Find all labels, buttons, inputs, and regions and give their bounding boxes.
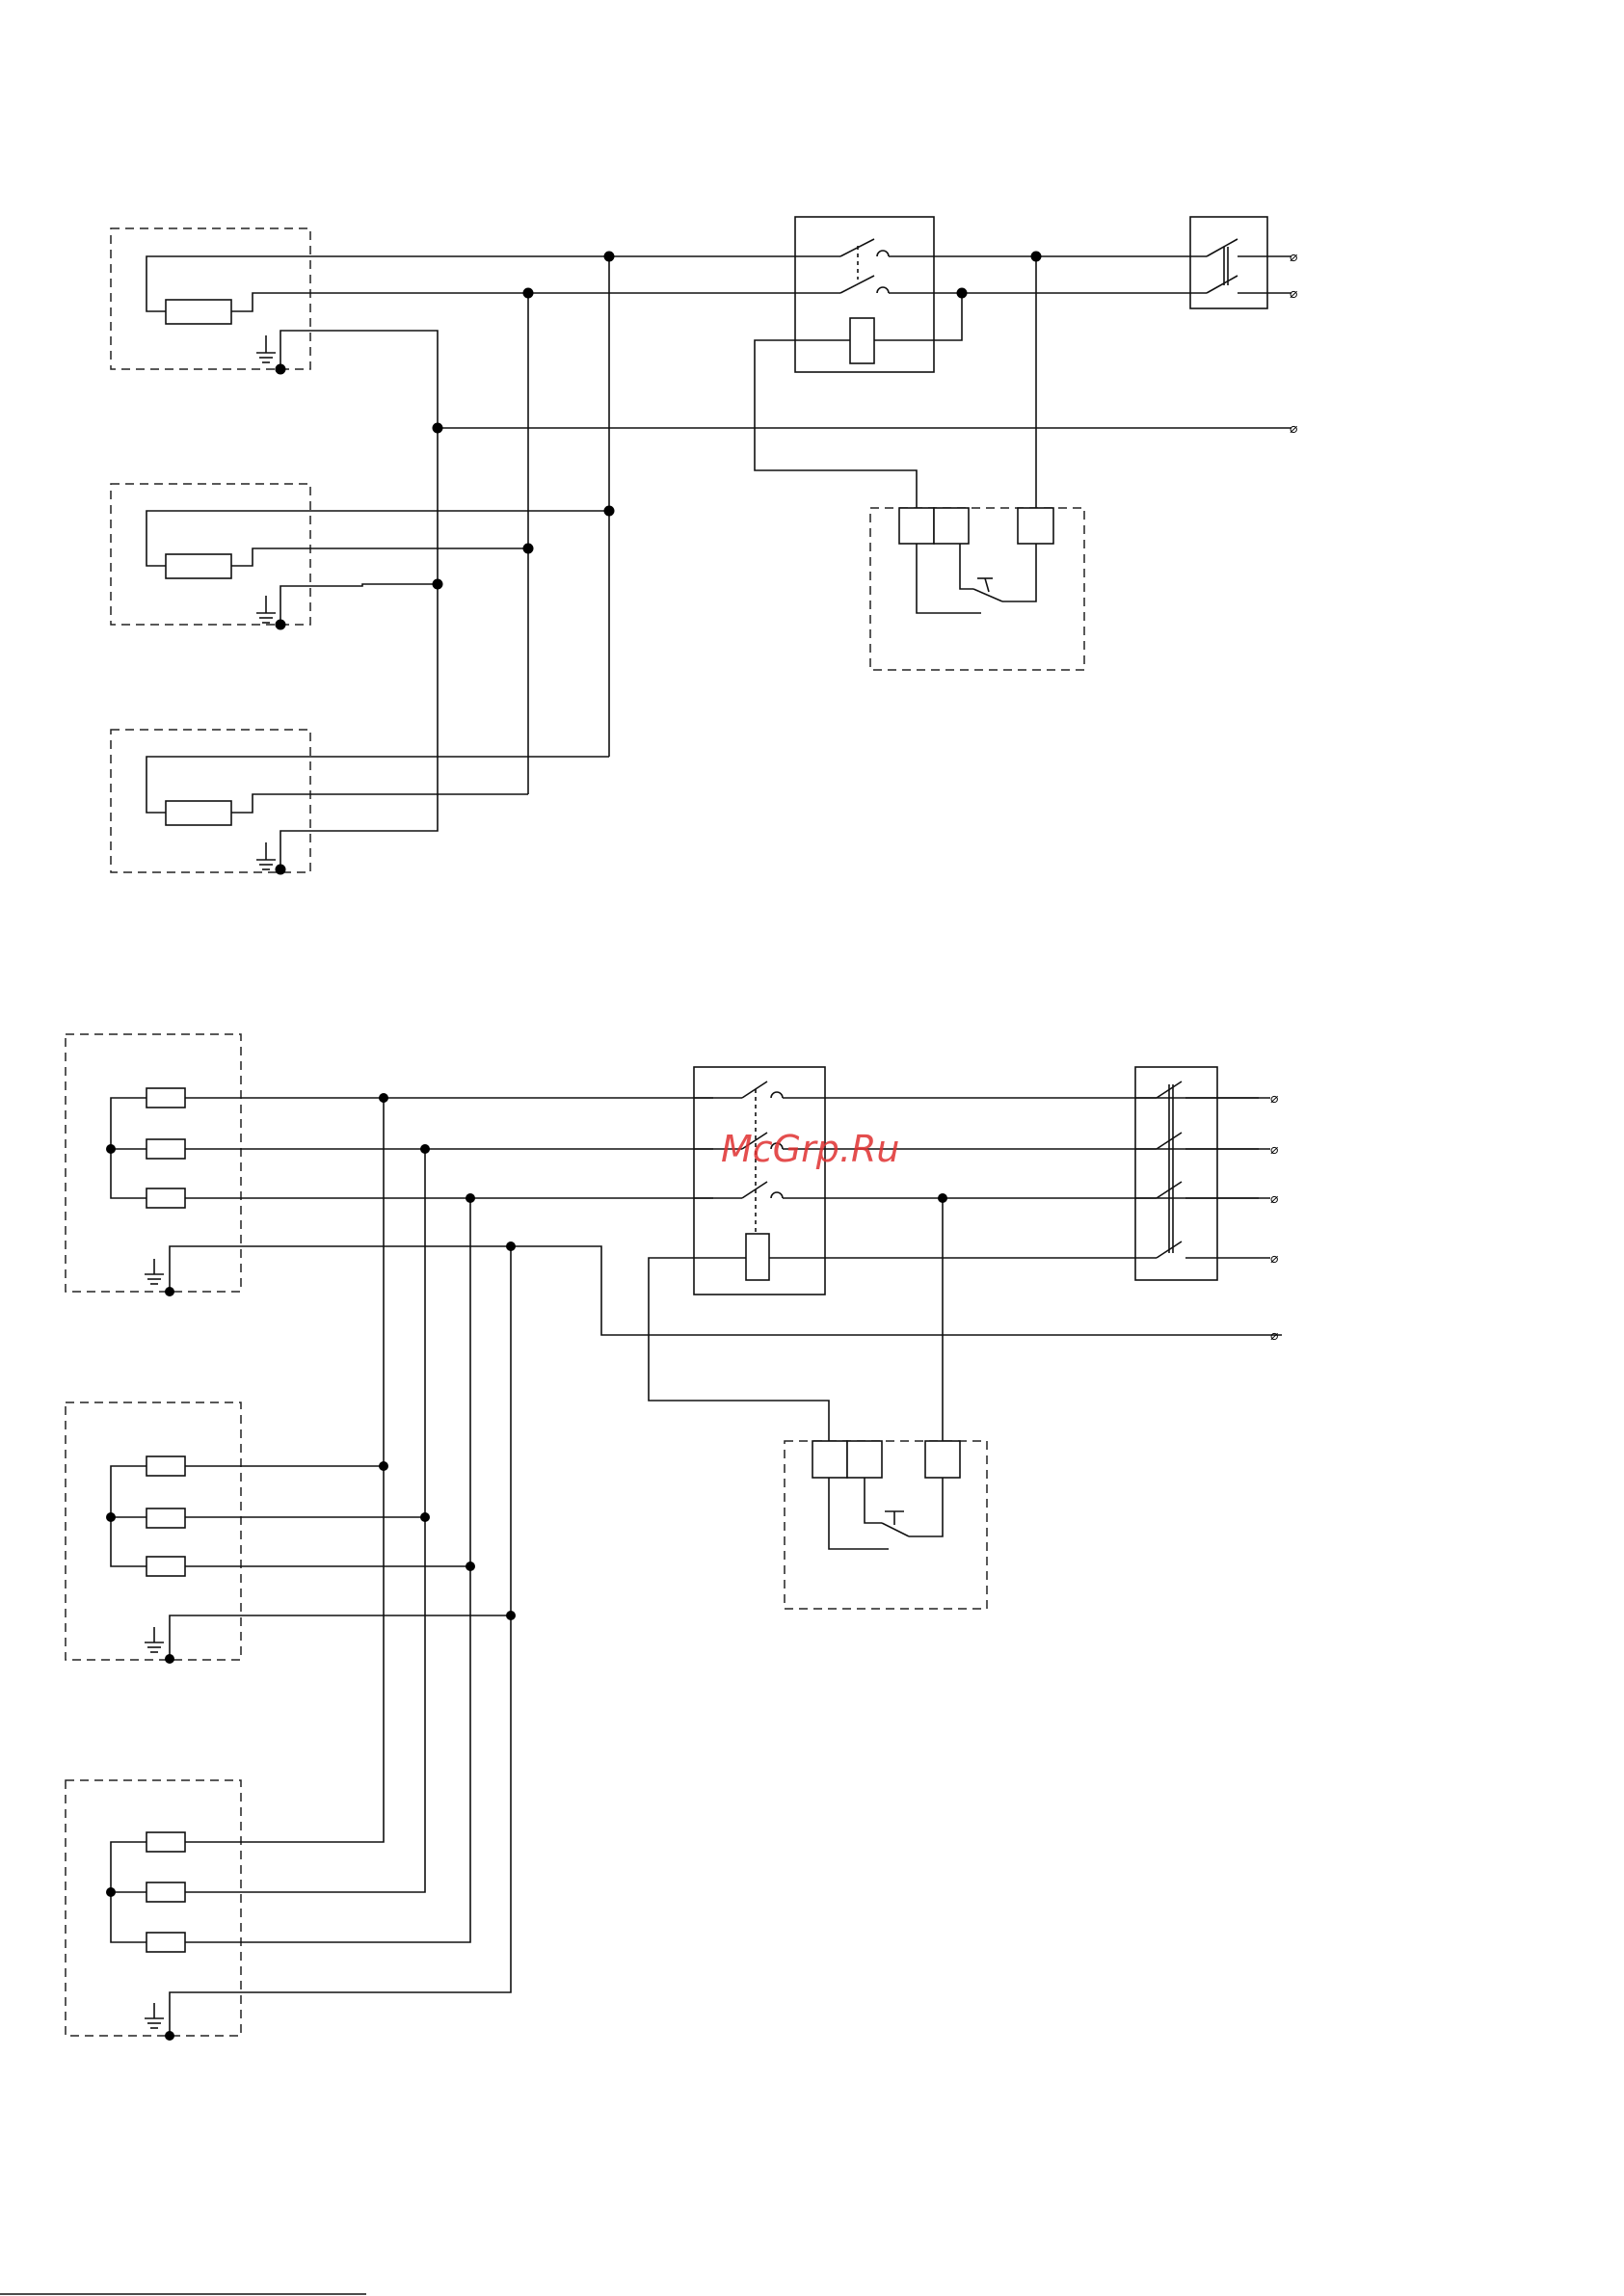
- ground-icon: [145, 2003, 164, 2028]
- ground-icon: [145, 1627, 164, 1652]
- contactor: [528, 217, 1188, 508]
- contactor-3-pole: [649, 1067, 1135, 1441]
- terminal-n: ⌀: [1270, 1251, 1279, 1267]
- heating-element: [146, 1508, 185, 1528]
- heating-element: [146, 1882, 185, 1902]
- heating-element: [166, 300, 231, 324]
- control-unit: [785, 1198, 987, 1609]
- terminal-l2: ⌀: [1290, 286, 1298, 302]
- heater-unit-2: [111, 484, 609, 625]
- watermark: McGrp.Ru: [721, 1128, 899, 1170]
- heater-unit-3: [111, 428, 609, 872]
- heating-element: [146, 1557, 185, 1576]
- heating-element: [146, 1088, 185, 1108]
- ground-icon: [256, 596, 276, 623]
- heating-element: [166, 554, 231, 578]
- ground-icon: [256, 842, 276, 869]
- four-wire-diagram: ⌀ ⌀ ⌀ ⌀ ⌀ McGrp.Ru: [66, 1034, 1282, 2041]
- contactor-coil: [746, 1234, 769, 1280]
- two-wire-diagram: ⌀ ⌀ ⌀: [111, 217, 1298, 875]
- circuit-breaker: [1188, 217, 1291, 308]
- heater-unit-1: [111, 228, 609, 428]
- heating-element: [166, 801, 231, 825]
- ground-icon: [145, 1259, 164, 1284]
- junction-dots: [276, 252, 1042, 875]
- terminal-l2: ⌀: [1270, 1142, 1279, 1158]
- heating-element: [146, 1832, 185, 1852]
- contactor-coil: [850, 318, 874, 363]
- control-unit: [870, 256, 1084, 670]
- heater-unit-4: [66, 1034, 1282, 1335]
- heating-element: [146, 1933, 185, 1952]
- heating-element: [146, 1139, 185, 1159]
- terminal-symbols: ⌀ ⌀ ⌀ ⌀ ⌀: [1270, 1091, 1279, 1344]
- terminal-l1: ⌀: [1270, 1091, 1279, 1107]
- terminal-l1: ⌀: [1290, 250, 1298, 265]
- terminal-symbols: ⌀ ⌀ ⌀: [1290, 250, 1298, 437]
- ground-icon: [256, 335, 276, 362]
- heating-element: [146, 1456, 185, 1476]
- heater-unit-5: [66, 1402, 511, 1660]
- terminal-l3: ⌀: [1270, 1191, 1279, 1207]
- terminal-pe: ⌀: [1290, 421, 1298, 437]
- circuit-breaker-4-pole: [1135, 1067, 1270, 1280]
- heating-element: [146, 1188, 185, 1208]
- terminal-pe: ⌀: [1270, 1328, 1279, 1344]
